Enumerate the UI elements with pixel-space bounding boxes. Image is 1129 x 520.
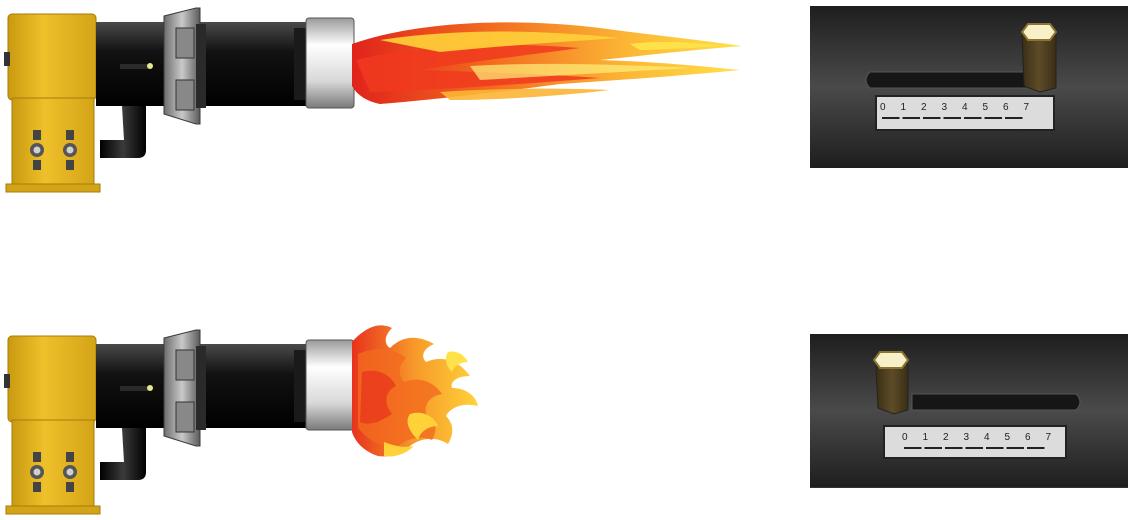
scale-label-6: 6 — [1003, 102, 1009, 113]
scale-plate — [883, 425, 1067, 459]
scale-label-4: 4 — [962, 102, 968, 113]
slider-track — [911, 393, 1081, 411]
scale-label-2: 2 — [943, 432, 949, 443]
slider-panel-top: 0 1 2 3 4 5 6 7 — [810, 6, 1128, 168]
scale-label-5: 5 — [1005, 432, 1011, 443]
burner-top — [3, 7, 742, 193]
scale-label-7: 7 — [1024, 102, 1030, 113]
scale-label-3: 3 — [942, 102, 948, 113]
scale-label-3: 3 — [964, 432, 970, 443]
slider-knob[interactable] — [872, 351, 910, 415]
scale-label-7: 7 — [1046, 432, 1052, 443]
scale-label-4: 4 — [984, 432, 990, 443]
scale-label-0: 0 — [880, 102, 886, 113]
scale-label-1: 1 — [923, 432, 929, 443]
scale-label-5: 5 — [983, 102, 989, 113]
long-flame — [352, 22, 742, 104]
scale-label-0: 0 — [902, 432, 908, 443]
short-flame — [352, 325, 478, 457]
burner-bottom — [3, 325, 478, 515]
scale-label-6: 6 — [1025, 432, 1031, 443]
scale-label-1: 1 — [901, 102, 907, 113]
scale-label-2: 2 — [921, 102, 927, 113]
slider-panel-bottom: 0 1 2 3 4 5 6 7 — [810, 334, 1128, 488]
slider-track — [865, 71, 1037, 89]
scale-plate — [875, 95, 1055, 131]
slider-knob[interactable] — [1020, 23, 1058, 93]
